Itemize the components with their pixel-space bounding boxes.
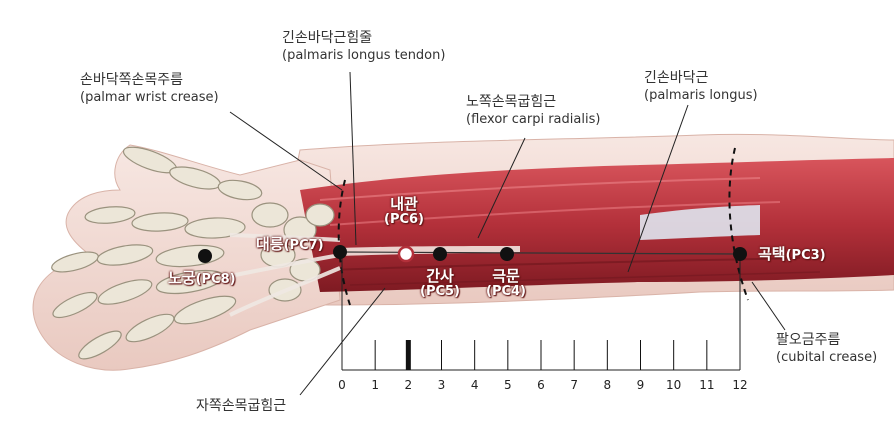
label-gansa: 간사 (PC5)	[420, 268, 460, 300]
label-geungmun-name: 극문	[492, 267, 520, 285]
label-palmar-wrist-crease-ko: 손바닥쪽손목주름	[80, 72, 184, 88]
acupoints	[198, 245, 747, 263]
scale-tick-label: 9	[636, 378, 645, 392]
tendon-lower	[340, 246, 520, 256]
scale-tick-label: 7	[570, 378, 578, 392]
label-flexor-carpi-radialis-ko: 노쪽손목굽힘근	[466, 94, 557, 110]
label-flexor-carpi-radialis: 노쪽손목굽힘근 (flexor carpi radialis)	[466, 94, 600, 128]
label-palmar-wrist-crease-en: (palmar wrist crease)	[80, 90, 219, 105]
label-nogung-code: (PC8)	[195, 272, 236, 287]
scale-tick-label: 8	[603, 378, 612, 392]
point-nogung	[198, 249, 212, 263]
label-geungmun: 극문 (PC4)	[486, 268, 526, 300]
palmar-wrist-crease	[337, 179, 351, 306]
point-daereung	[333, 245, 347, 259]
point-geungmun	[500, 247, 514, 261]
scale-tick-label: 2	[404, 378, 413, 392]
label-daereung: 대릉(PC7)	[256, 236, 324, 254]
muscle-fiber-4	[349, 271, 821, 286]
scale-tick-label: 11	[699, 378, 715, 392]
label-palmaris-longus: 긴손바닥근 (palmaris longus)	[644, 70, 758, 104]
label-cubital-crease-en: (cubital crease)	[776, 350, 878, 365]
label-palmaris-longus-ko: 긴손바닥근	[644, 70, 709, 86]
label-gokteak-alt: 곡택(PC3)	[758, 246, 826, 264]
point-goktaek	[733, 247, 747, 261]
scale-tick-label: 4	[470, 378, 479, 392]
scale-tick-label: 6	[537, 378, 545, 392]
cubital-crease	[728, 147, 749, 301]
label-flexor-carpi-ulnaris: 자쪽손목굽힘근	[196, 398, 286, 415]
forearm-muscles	[300, 158, 894, 292]
label-gansa-name: 간사	[426, 267, 454, 285]
scale-tick-label: 10	[666, 378, 682, 392]
label-nogung-name: 노궁	[168, 269, 196, 287]
label-palmaris-longus-tendon-ko: 긴손바닥근힘줄	[282, 30, 373, 46]
muscle-fiber-2	[329, 201, 781, 226]
label-palmaris-longus-tendon: 긴손바닥근힘줄 (palmaris longus tendon)	[282, 30, 445, 64]
scale-tick-label: 0	[338, 378, 346, 392]
label-daereung-name: 대릉	[256, 235, 284, 253]
label-flexor-carpi-ulnaris-ko: 자쪽손목굽힘근	[196, 398, 287, 414]
label-daereung-code: (PC7)	[283, 238, 324, 253]
scale-tick-label: 3	[437, 378, 446, 392]
label-palmar-wrist-crease: 손바닥쪽손목주름 (palmar wrist crease)	[80, 72, 219, 106]
scale-tick-label: 12	[732, 378, 748, 392]
muscle-fiber-1	[319, 177, 761, 201]
wrist-tendons	[219, 233, 341, 317]
hand-bones	[51, 146, 335, 360]
label-palmaris-longus-tendon-en: (palmaris longus tendon)	[282, 48, 446, 63]
label-gokteak-alt-name: 곡택	[758, 245, 786, 263]
label-naegwan-code: (PC6)	[384, 212, 424, 227]
muscle-fiber-3	[329, 257, 801, 271]
scale-tick-label: 5	[504, 378, 512, 392]
label-naegwan-name: 내관	[390, 195, 418, 213]
label-naegwan: 내관 (PC6)	[384, 196, 424, 228]
label-geungmun-code: (PC4)	[486, 284, 526, 299]
measurement-scale	[341, 255, 741, 371]
label-gokteak-alt-code: (PC3)	[785, 248, 826, 263]
label-cubital-crease: 팔오금주름 (cubital crease)	[776, 332, 877, 366]
label-flexor-carpi-radialis-en: (flexor carpi radialis)	[466, 112, 601, 127]
point-gansa	[433, 247, 447, 261]
label-palmaris-longus-en: (palmaris longus)	[644, 88, 758, 103]
scale-tick-label: 1	[371, 378, 379, 392]
label-nogung: 노궁(PC8)	[168, 270, 236, 288]
label-gansa-code: (PC5)	[420, 284, 460, 299]
point-naegwan	[397, 245, 415, 263]
label-cubital-crease-ko: 팔오금주름	[776, 332, 841, 348]
